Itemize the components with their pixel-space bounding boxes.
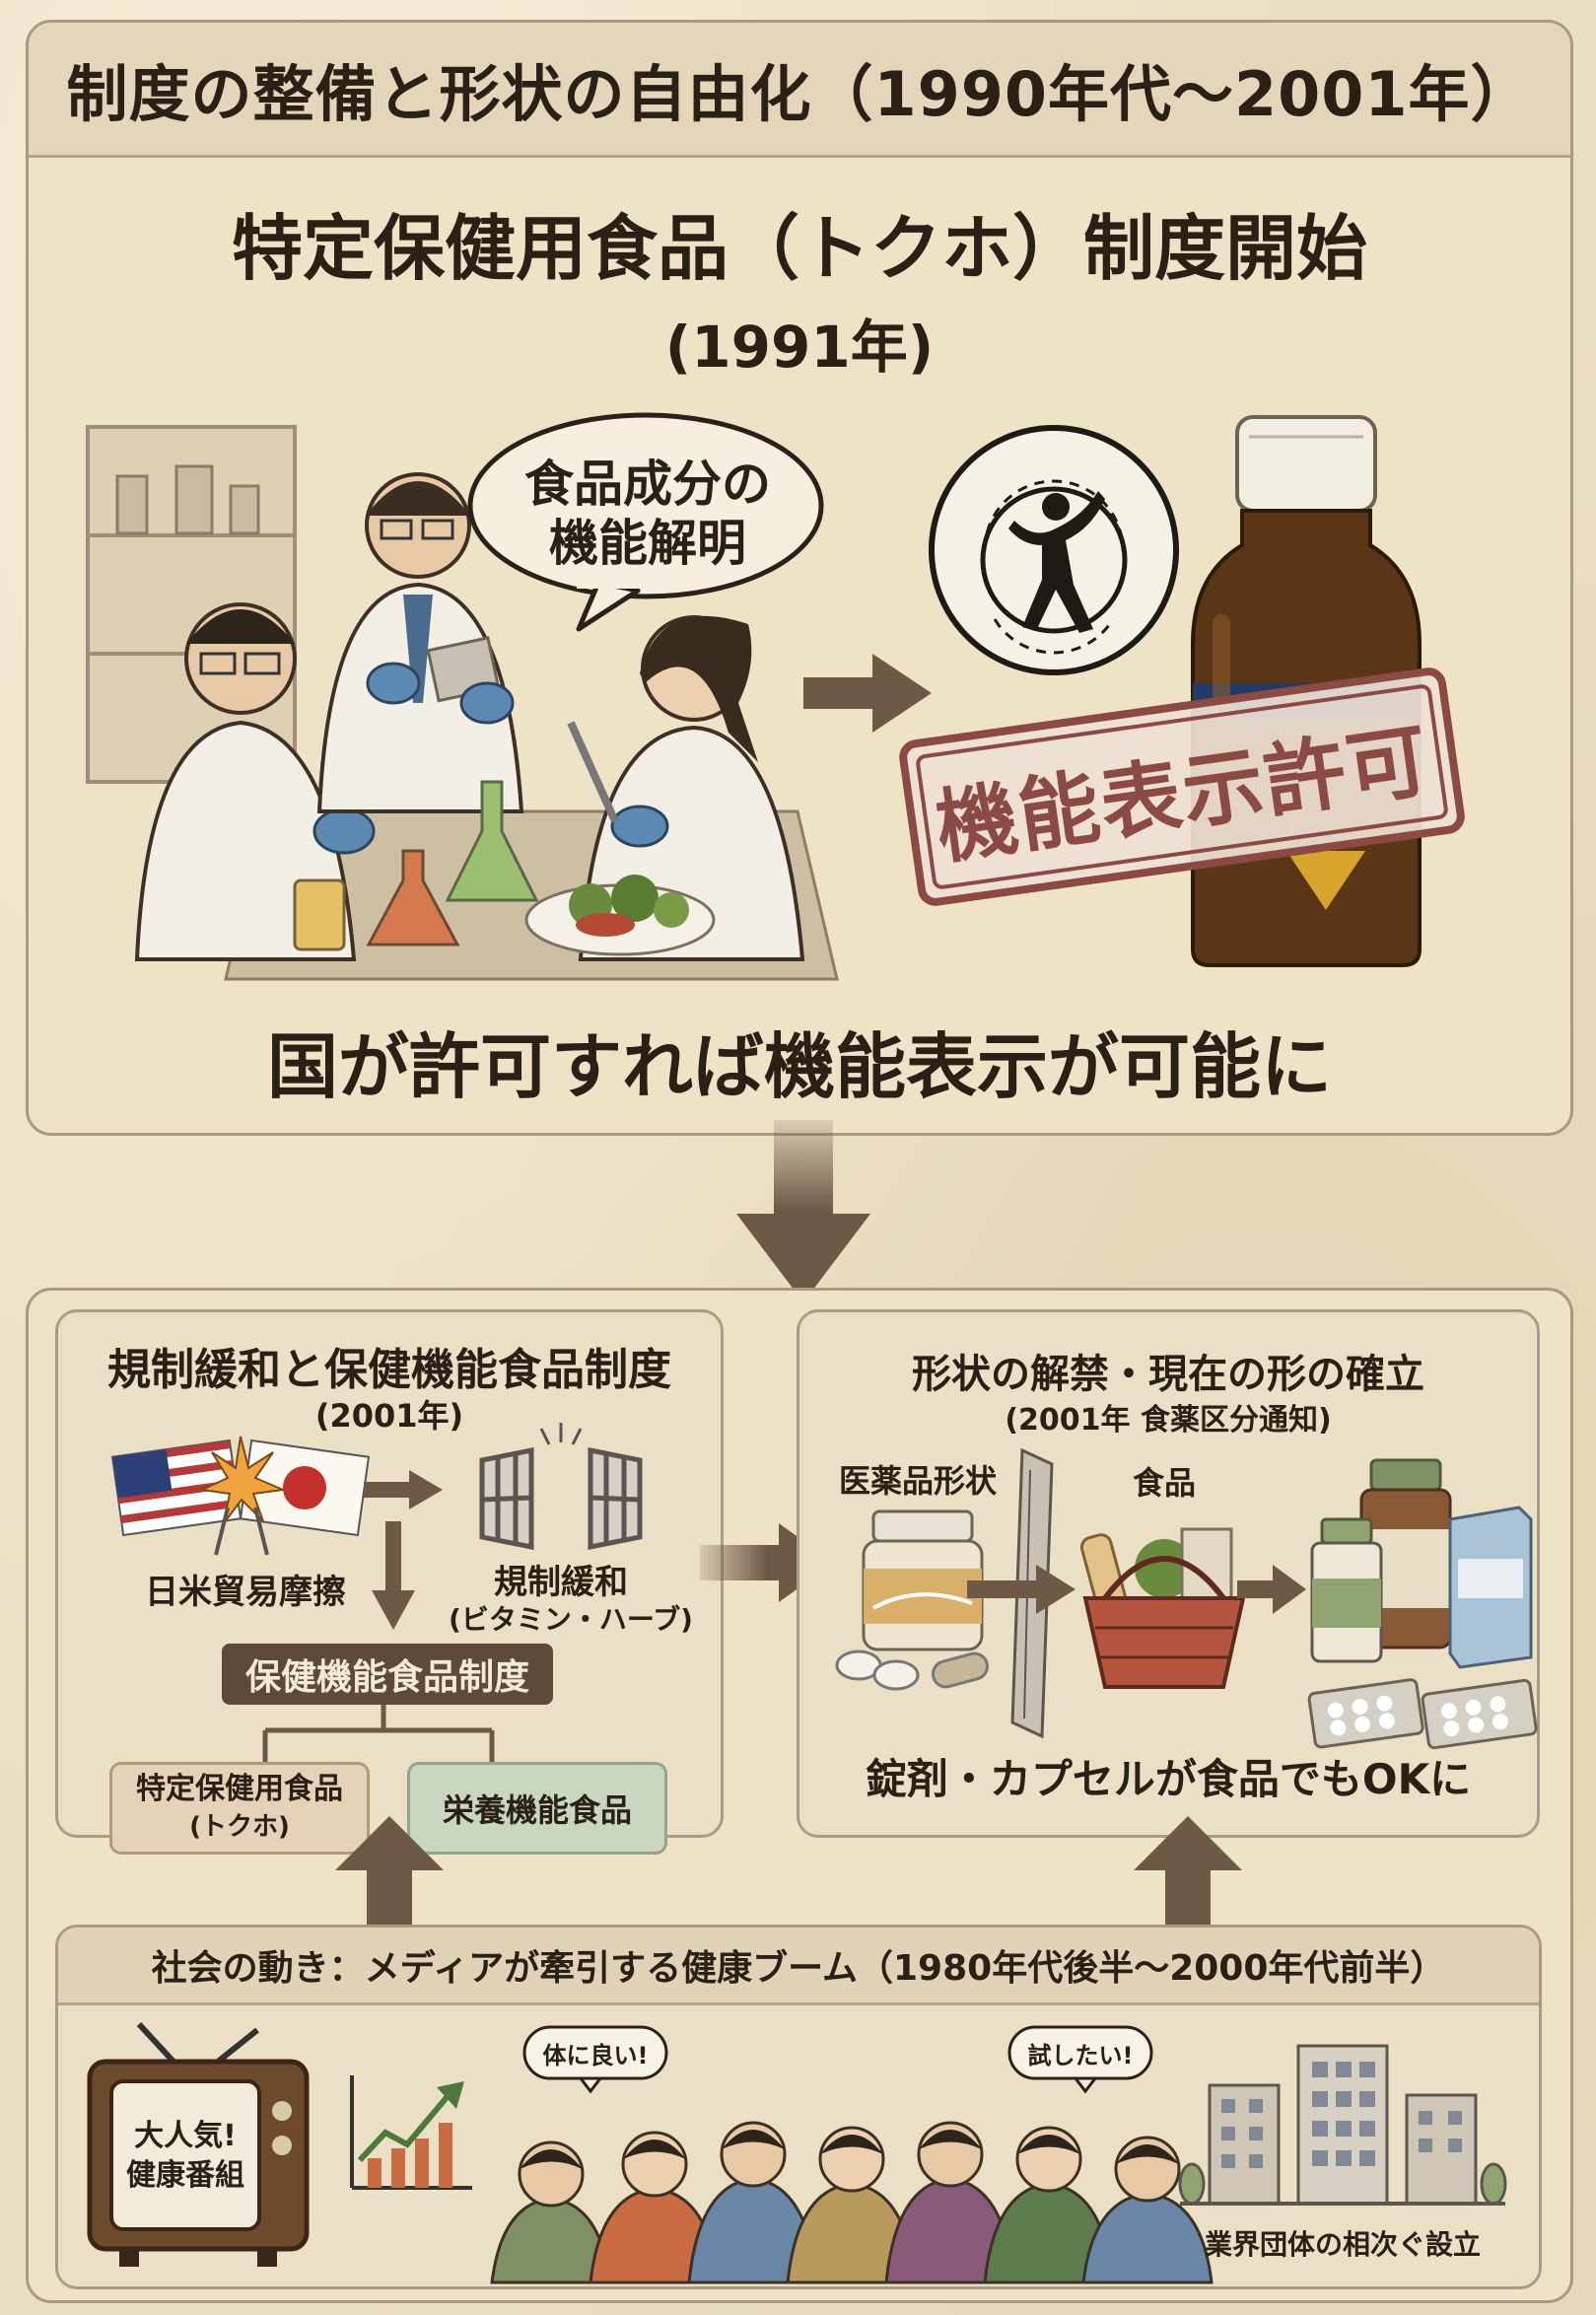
- industry-label: 業界団体の相次ぐ設立: [1204, 2228, 1481, 2261]
- up-arrow-left-icon: [335, 1816, 444, 1934]
- shape-liberalization-panel: 形状の解禁・現在の形の確立 (2001年 食薬区分通知) 医薬品形状 食品: [797, 1309, 1540, 1838]
- small-down-arrow-icon: [372, 1521, 415, 1630]
- open-gate-icon: [479, 1423, 643, 1551]
- tokuho-panel: 制度の整備と形状の自由化（1990年代〜2001年） 特定保健用食品（トクホ）制…: [26, 20, 1573, 1136]
- tokuho-box-line1: 特定保健用食品: [136, 1772, 343, 1806]
- shape-heading: 形状の解禁・現在の形の確立: [912, 1352, 1424, 1397]
- tokuho-mark-icon: [929, 425, 1179, 675]
- deregulation-year: (2001年): [314, 1397, 464, 1435]
- tokuho-category-box: 特定保健用食品 (トクホ): [109, 1762, 370, 1855]
- speech-bubble-line2: 機能解明: [549, 515, 746, 572]
- supplement-bottle-illustration: [835, 1509, 989, 1691]
- tv-text-line2: 健康番組: [126, 2158, 244, 2193]
- bubble-right-shape: [1007, 2025, 1153, 2094]
- trade-friction-label: 日米貿易摩擦: [145, 1573, 346, 1612]
- right-arrow-icon: [803, 654, 932, 733]
- food-label: 食品: [1132, 1464, 1196, 1502]
- tokuho-heading: 特定保健用食品（トクホ）制度開始: [231, 207, 1367, 290]
- down-arrow-icon: [736, 1120, 870, 1302]
- health-function-food-system-bar: 保健機能食品制度: [222, 1644, 553, 1705]
- lab-scientists-illustration: [86, 425, 839, 981]
- deregulation-heading: 規制緩和と保健機能食品制度: [107, 1345, 671, 1395]
- speech-bubble-line1: 食品成分の: [524, 456, 771, 513]
- buildings-illustration: [1178, 2044, 1507, 2206]
- shape-caption: 錠剤・カプセルが食品でもOKに: [865, 1755, 1472, 1803]
- bubble-right-text: 試したい!: [1027, 2042, 1134, 2069]
- small-right-arrow-icon: [364, 1470, 443, 1509]
- bubble-left-text: 体に良い!: [542, 2042, 649, 2069]
- tokuho-year: (1991年): [664, 314, 935, 381]
- us-japan-flags-illustration: [110, 1436, 371, 1556]
- nutrient-function-food-box: 栄養機能食品: [407, 1762, 667, 1855]
- tv-text-line1: 大人気!: [134, 2119, 237, 2153]
- supplements-group-illustration: [1307, 1458, 1538, 1750]
- social-heading-bar: 社会の動き：メディアが牽引する健康ブーム（1980年代後半〜2000年代前半）: [58, 1928, 1539, 2005]
- tv-illustration: [87, 2021, 310, 2267]
- page-title: 制度の整備と形状の自由化（1990年代〜2001年）: [66, 58, 1533, 130]
- shape-sub: (2001年 食薬区分通知): [1005, 1403, 1332, 1438]
- shape-arrow-2-icon: [1237, 1565, 1306, 1614]
- deregulation-sub-label: (ビタミン・ハーブ): [449, 1603, 693, 1636]
- deregulation-panel: 規制緩和と保健機能食品制度 (2001年) 日米貿易摩擦: [55, 1309, 724, 1855]
- up-arrow-right-icon: [1134, 1816, 1242, 1934]
- branch-connector: [262, 1705, 495, 1762]
- pharma-shape-label: 医薬品形状: [838, 1462, 997, 1500]
- deregulation-label: 規制緩和: [494, 1563, 628, 1602]
- growth-chart-icon: [350, 2075, 472, 2190]
- shape-arrow-icon: [967, 1565, 1076, 1614]
- food-basket-illustration: [1079, 1527, 1246, 1689]
- bubble-left-shape: [522, 2025, 668, 2094]
- social-heading: 社会の動き：メディアが牽引する健康ブーム（1980年代後半〜2000年代前半）: [151, 1948, 1446, 1989]
- speech-bubble-shape: [467, 412, 824, 632]
- tokuho-box-line2: (トクホ): [189, 1812, 290, 1842]
- tokuho-caption: 国が許可すれば機能表示が可能に: [266, 1025, 1332, 1108]
- header-bar: 制度の整備と形状の自由化（1990年代〜2001年）: [29, 23, 1570, 158]
- social-trend-panel: 社会の動き：メディアが牽引する健康ブーム（1980年代後半〜2000年代前半） …: [55, 1925, 1542, 2289]
- crowd-illustration: [490, 2121, 1214, 2284]
